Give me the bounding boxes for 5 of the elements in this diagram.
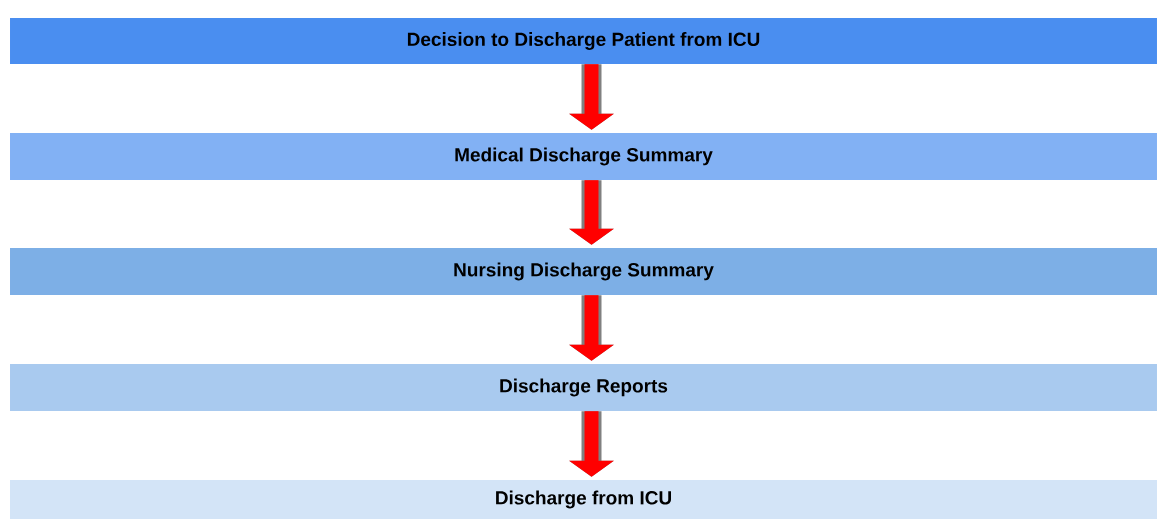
step-band: Discharge Reports [10, 364, 1157, 411]
step-band: Nursing Discharge Summary [10, 248, 1157, 295]
step-band: Decision to Discharge Patient from ICU [10, 18, 1157, 64]
step-band: Medical Discharge Summary [10, 133, 1157, 180]
step-band: Discharge from ICU [10, 480, 1157, 519]
